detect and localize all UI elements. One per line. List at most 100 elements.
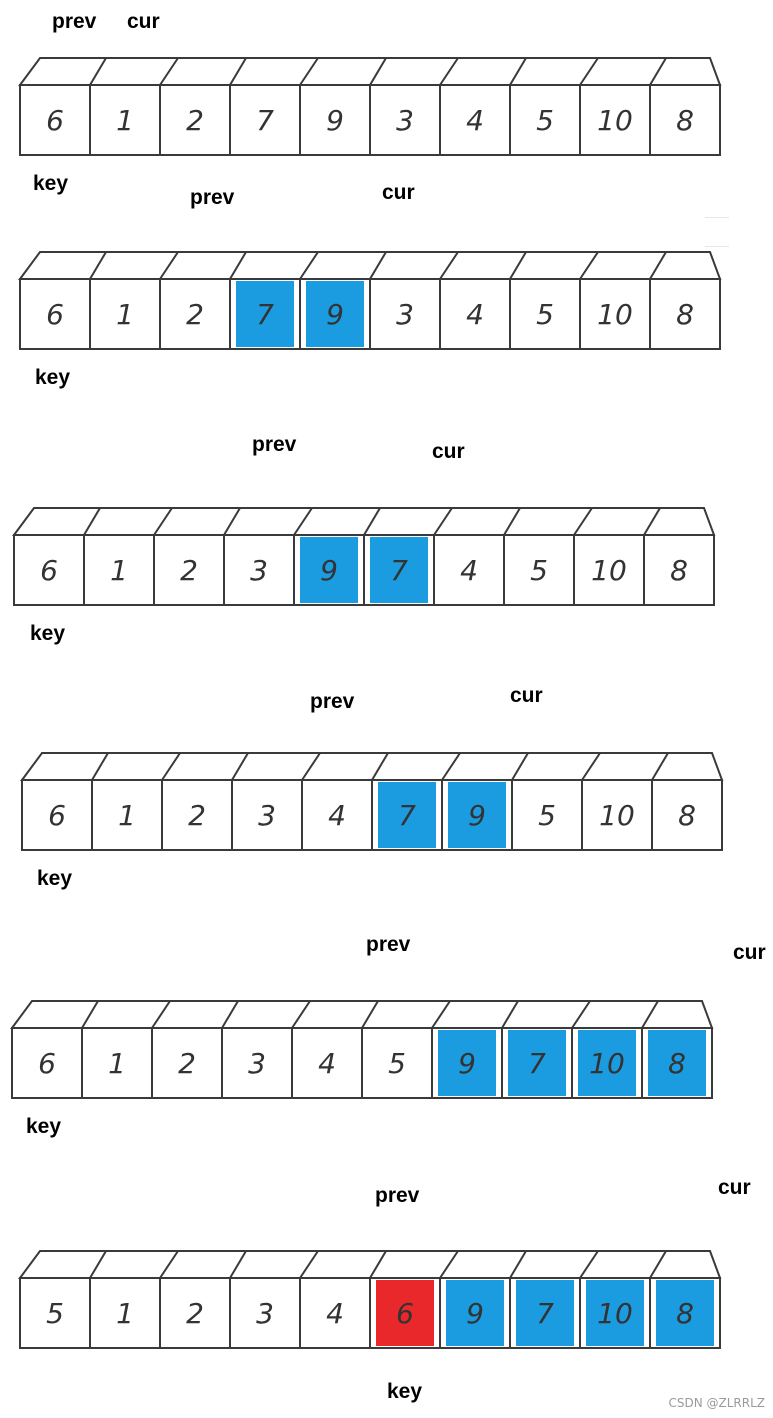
cell-box	[229, 1277, 301, 1349]
cell-box	[361, 1027, 433, 1099]
prev-label-row-5: prev	[366, 933, 411, 956]
cell-box	[89, 84, 161, 156]
cell-box	[89, 1277, 161, 1349]
prev-label-row-2: prev	[190, 186, 235, 209]
cell-value: 3	[396, 104, 414, 137]
array-cell: 3	[221, 1027, 293, 1099]
cell-value: 5	[46, 1297, 64, 1330]
cell-value: 6	[396, 1297, 414, 1330]
cell-value: 9	[466, 1297, 484, 1330]
array-cell: 10	[573, 534, 645, 606]
array-cell: 10	[579, 84, 651, 156]
stray-line-1	[705, 217, 729, 218]
top-divider	[161, 752, 181, 781]
cell-box	[643, 534, 715, 606]
cell-box	[229, 84, 301, 156]
array-cell: 10	[581, 779, 653, 851]
cell-value: 7	[536, 1297, 554, 1330]
cell-value: 1	[118, 799, 136, 832]
cell-value: 5	[388, 1047, 406, 1080]
top-divider	[433, 507, 453, 536]
array-cell: 9	[431, 1027, 503, 1099]
prev-label-row-1: prev	[52, 10, 97, 33]
cell-value: 2	[178, 1047, 196, 1080]
cell-box	[573, 534, 645, 606]
cell-value: 3	[248, 1047, 266, 1080]
prev-label-row-6: prev	[375, 1184, 420, 1207]
cur-label-row-4: cur	[510, 684, 543, 707]
array-cell: 7	[229, 278, 301, 350]
top-divider	[299, 1250, 319, 1279]
cell-highlight	[376, 1280, 434, 1346]
cell-value: 10	[597, 298, 633, 331]
array-cell: 8	[641, 1027, 713, 1099]
cell-value: 5	[538, 799, 556, 832]
top-divider	[299, 57, 319, 86]
cell-value: 4	[466, 298, 484, 331]
top-divider	[91, 752, 109, 781]
array-cell: 9	[441, 779, 513, 851]
cell-value: 7	[398, 799, 416, 832]
top-divider	[439, 1250, 459, 1279]
cell-highlight	[508, 1030, 566, 1096]
cell-box	[511, 779, 583, 851]
top-divider	[293, 507, 313, 536]
array-cell: 9	[299, 278, 371, 350]
top-divider	[299, 251, 319, 280]
array-cell: 1	[89, 1277, 161, 1349]
top-divider	[503, 507, 521, 536]
top-divider	[221, 1000, 239, 1029]
cell-value: 1	[116, 104, 134, 137]
array-cell: 9	[299, 84, 371, 156]
array-cell: 8	[643, 534, 715, 606]
top-face	[18, 57, 722, 86]
top-divider	[439, 57, 459, 86]
top-divider	[361, 1000, 379, 1029]
top-face	[18, 251, 722, 280]
cell-box	[223, 534, 295, 606]
top-face	[10, 1000, 714, 1029]
cell-box	[433, 534, 505, 606]
array-cell: 2	[153, 534, 225, 606]
cell-box	[159, 278, 231, 350]
top-divider	[81, 1000, 99, 1029]
top-divider	[369, 251, 387, 280]
array-cell: 7	[371, 779, 443, 851]
top-divider	[89, 57, 107, 86]
cell-value: 3	[256, 1297, 274, 1330]
array-cell: 6	[13, 534, 85, 606]
cell-highlight	[300, 537, 358, 603]
array-cell: 5	[361, 1027, 433, 1099]
cell-value: 5	[536, 298, 554, 331]
cell-box	[439, 278, 511, 350]
cell-value: 3	[250, 554, 268, 587]
array-cell: 3	[229, 1277, 301, 1349]
cell-box	[21, 779, 93, 851]
array-cell: 2	[151, 1027, 223, 1099]
cell-value: 8	[676, 298, 694, 331]
array-cell: 3	[223, 534, 295, 606]
array-cell: 10	[571, 1027, 643, 1099]
array-cell: 8	[649, 1277, 721, 1349]
top-divider	[89, 251, 107, 280]
top-divider	[579, 1250, 599, 1279]
top-divider	[153, 507, 173, 536]
cell-value: 7	[528, 1047, 546, 1080]
key-label-row-5: key	[26, 1115, 62, 1138]
cell-value: 1	[110, 554, 128, 587]
cell-value: 2	[186, 104, 204, 137]
array-cell: 1	[83, 534, 155, 606]
top-divider	[509, 251, 527, 280]
cur-label-row-1: cur	[127, 10, 160, 33]
array-cell: 6	[369, 1277, 441, 1349]
cur-label-row-3: cur	[432, 440, 465, 463]
top-divider	[579, 251, 599, 280]
top-divider	[223, 507, 241, 536]
cell-value: 10	[591, 554, 627, 587]
cell-box	[649, 84, 721, 156]
array-cell: 6	[11, 1027, 83, 1099]
cell-box	[291, 1027, 363, 1099]
cell-highlight	[370, 537, 428, 603]
